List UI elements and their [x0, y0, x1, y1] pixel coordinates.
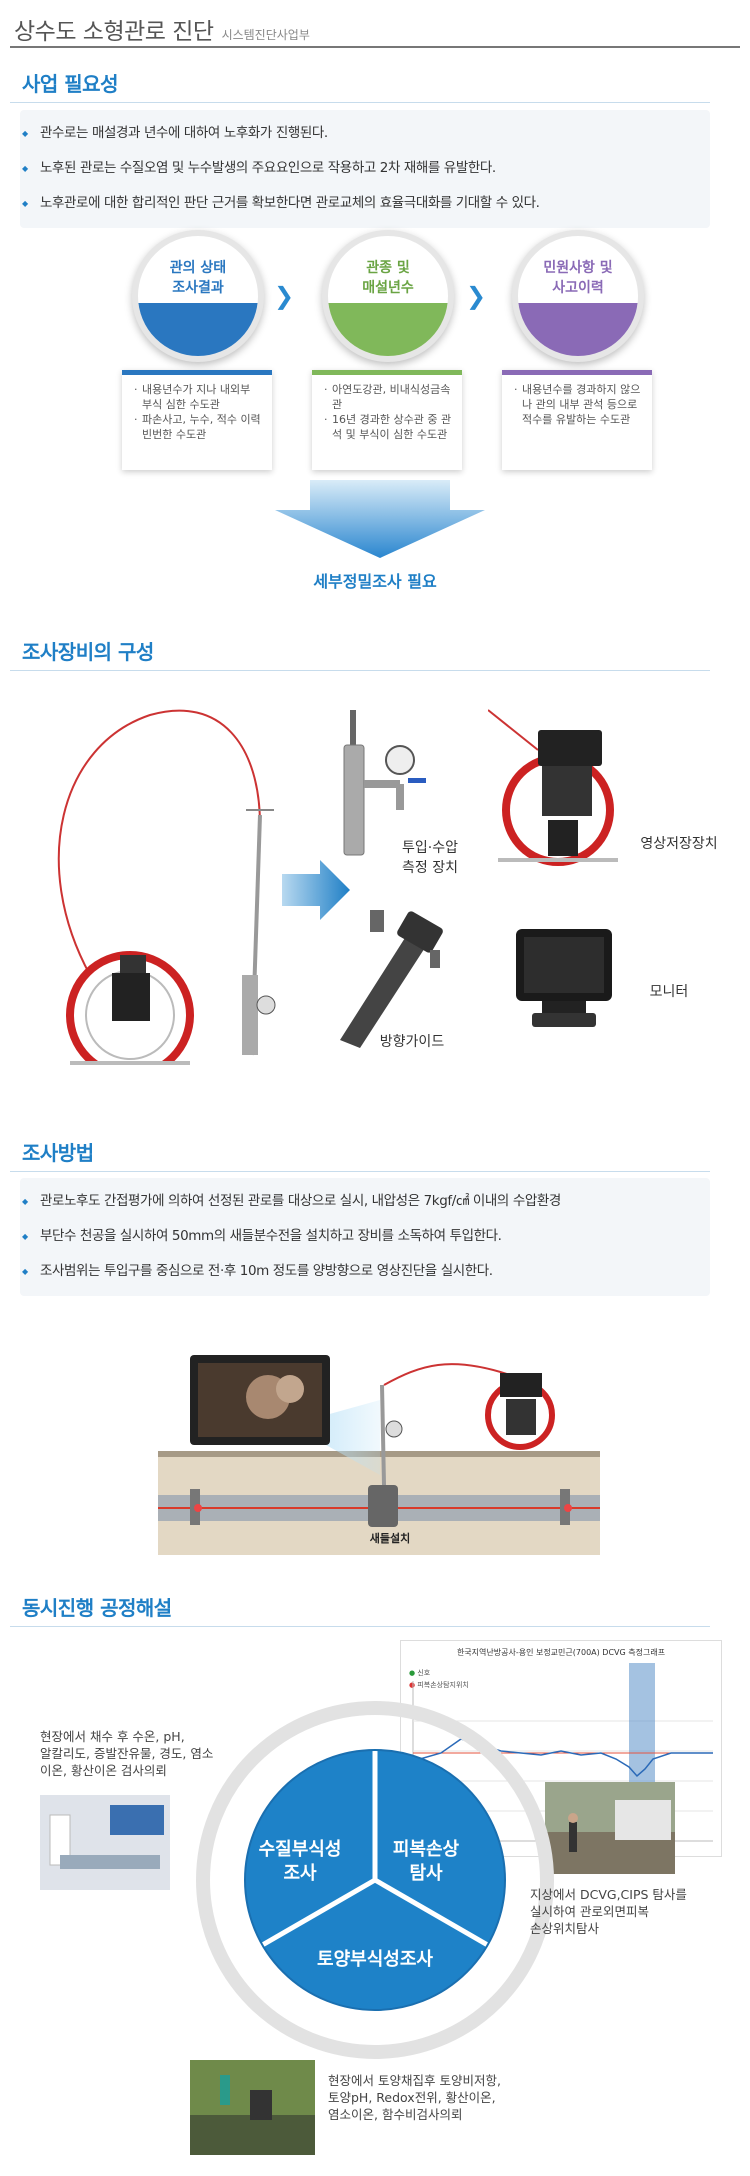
- factor-circle-fill: [518, 303, 638, 356]
- coating-survey-description: 지상에서 DCVG,CIPS 탐사를 실시하여 관로외면피복 손상위치탐사: [530, 1887, 687, 1936]
- direction-guide-label: 방향가이드: [379, 1034, 445, 1050]
- monitor-image: [516, 929, 612, 1027]
- section-divider: [10, 102, 710, 103]
- list-item: 16년 경과한 상수관 중 관석 및 부식이 심한 수도관: [324, 412, 452, 442]
- list-item: 아연도강관, 비내식성금속관: [324, 382, 452, 412]
- arrow-right-icon: [282, 860, 350, 920]
- field-survey-photo: [545, 1782, 675, 1874]
- note-color-bar: [122, 370, 272, 375]
- section-title-process: 동시진행 공정해설: [22, 1596, 172, 1620]
- factor-circle-fill: [138, 303, 258, 356]
- section-divider: [10, 670, 710, 671]
- section-title-necessity: 사업 필요성: [22, 72, 118, 96]
- list-item: 관수로는 매설경과 년수에 대하여 노후화가 진행된다.: [22, 116, 540, 151]
- saddle-install-label: 새들설치: [369, 1532, 411, 1545]
- list-item: 노후된 관로는 수질오염 및 누수발생의 주요요인으로 작용하고 2차 재해를 …: [22, 151, 540, 186]
- method-bullet-list: 관로노후도 간접평가에 의하여 선정된 관로를 대상으로 실시, 내압성은 7k…: [22, 1184, 561, 1289]
- video-recorder-label: 영상저장장치: [640, 836, 718, 852]
- pressure-device-image: [343, 710, 426, 856]
- factor-circle-fill: [328, 303, 448, 356]
- soil-test-description: 현장에서 토양채집후 토양비저항, 토양pH, Redox전위, 황산이온, 염…: [328, 2073, 501, 2122]
- soil-sampling-photo: [190, 2060, 315, 2155]
- pie-segment-soil: 토양부식성조사: [317, 1949, 433, 1970]
- note-color-bar: [312, 370, 462, 375]
- down-arrow-icon: [275, 480, 485, 558]
- chevron-right-icon: ❯: [274, 282, 295, 310]
- installation-diagram: [158, 1355, 600, 1555]
- dcvg-graph-title: 한국지역난방공사-용인 보정교민근(700A) DCVG 측정그래프: [456, 1648, 666, 1657]
- process-pie-diagram: [196, 1701, 554, 2059]
- list-item: 부단수 천공을 실시하여 50mm의 새들분수전을 설치하고 장비를 소독하여 …: [22, 1219, 561, 1254]
- note-color-bar: [502, 370, 652, 375]
- factor-note-pipe-type: 아연도강관, 비내식성금속관 16년 경과한 상수관 중 관석 및 부식이 심한…: [312, 370, 462, 470]
- factor-note-complaints: 내용년수를 경과하지 않으나 관의 내부 관석 등으로 적수를 유발하는 수도관: [502, 370, 652, 470]
- page-title-text: 상수도 소형관로 진단: [14, 19, 214, 45]
- section-title-method: 조사방법: [22, 1141, 94, 1165]
- section-divider: [10, 1626, 710, 1627]
- factor-note-inspection: 내용년수가 지나 내외부 부식 심한 수도관 파손사고, 누수, 적수 이력 빈…: [122, 370, 272, 470]
- list-item: 노후관로에 대한 합리적인 판단 근거를 확보한다면 관로교체의 효율극대화를 …: [22, 186, 540, 221]
- list-item: 내용년수를 경과하지 않으나 관의 내부 관석 등으로 적수를 유발하는 수도관: [514, 382, 642, 427]
- monitor-label: 모니터: [649, 984, 689, 1000]
- list-item: 파손사고, 누수, 적수 이력 빈번한 수도관: [134, 412, 262, 442]
- lab-test-photo: [40, 1795, 170, 1890]
- necessity-bullet-list: 관수로는 매설경과 년수에 대하여 노후화가 진행된다. 노후된 관로는 수질오…: [22, 116, 540, 221]
- video-recorder-image: [488, 709, 618, 866]
- dcvg-graph-legend: ● 신호 ● 피복손상탐지위치: [409, 1669, 469, 1689]
- list-item: 관로노후도 간접평가에 의하여 선정된 관로를 대상으로 실시, 내압성은 7k…: [22, 1184, 561, 1219]
- camera-reel-system-image: [57, 709, 276, 1065]
- water-test-description: 현장에서 채수 후 수온, pH, 알칼리도, 증발잔유물, 경도, 염소 이온…: [40, 1729, 214, 1778]
- section-title-equipment: 조사장비의 구성: [22, 640, 154, 664]
- header-divider: [10, 46, 740, 48]
- list-item: 내용년수가 지나 내외부 부식 심한 수도관: [134, 382, 262, 412]
- page-subtitle: 시스템진단사업부: [221, 28, 310, 42]
- page-title: 상수도 소형관로 진단 시스템진단사업부: [14, 12, 310, 46]
- list-item: 조사범위는 투입구를 중심으로 전·후 10m 정도를 양방향으로 영상진단을 …: [22, 1254, 561, 1289]
- direction-guide-image: [340, 910, 443, 1048]
- chevron-right-icon: ❯: [466, 282, 487, 310]
- section-divider: [10, 1171, 710, 1172]
- conclusion-text: 세부정밀조사 필요: [313, 572, 437, 591]
